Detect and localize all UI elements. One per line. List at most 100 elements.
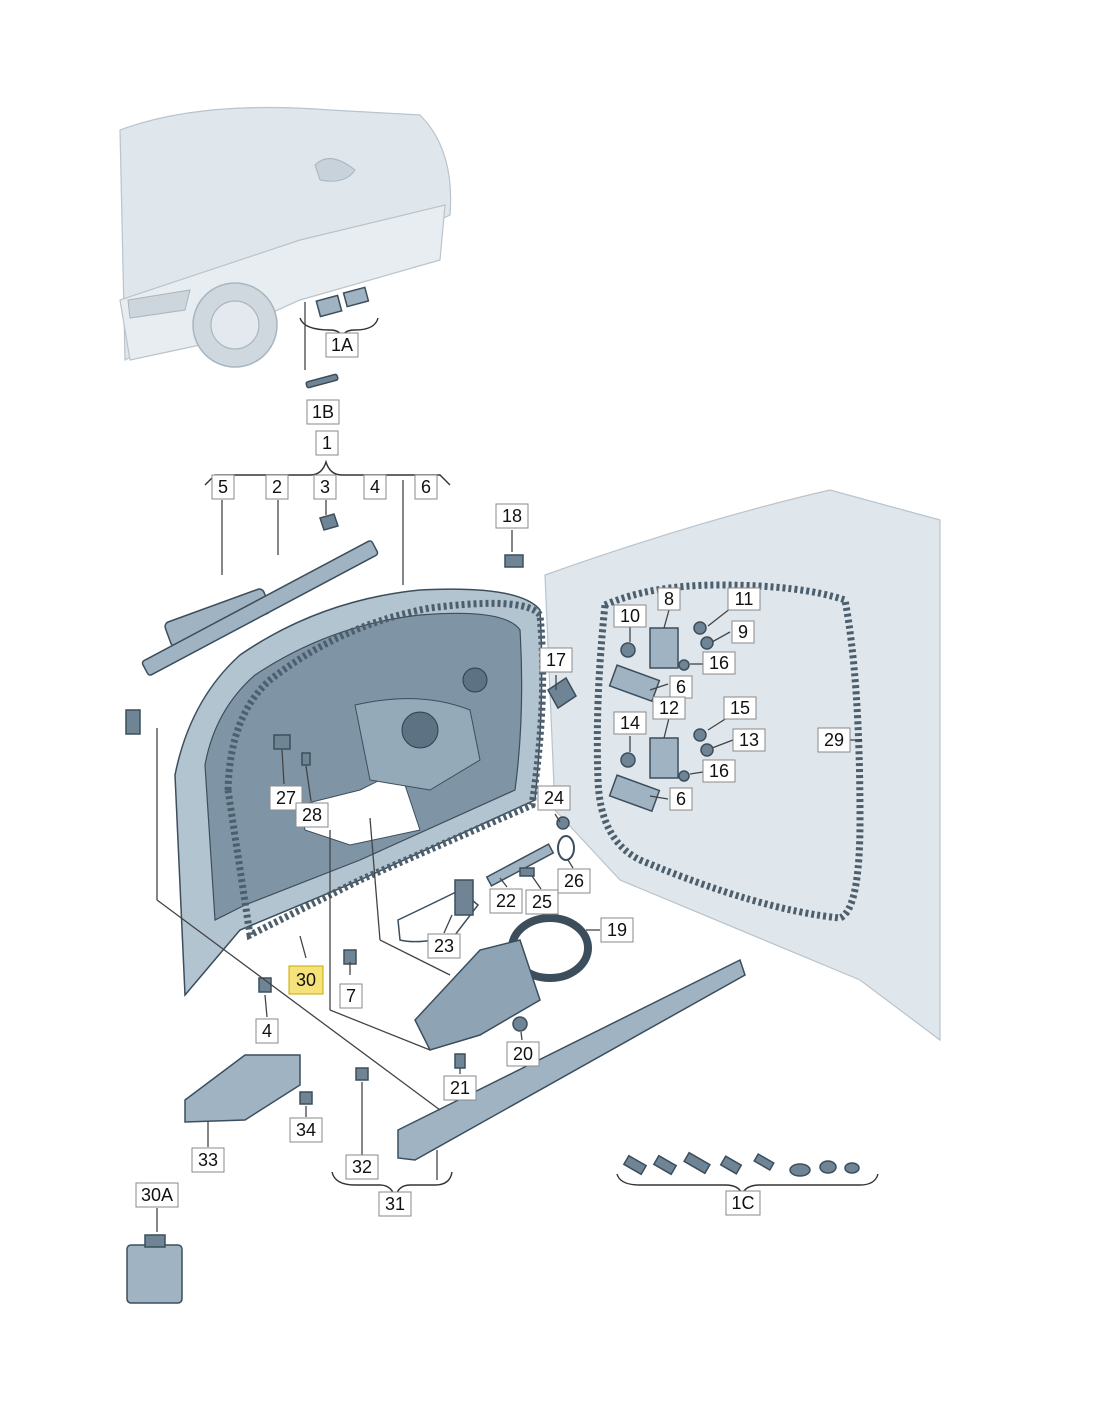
label-30: 30 xyxy=(288,965,324,995)
callout-labels: 1A 1B 1 5 2 3 4 6 18 17 8 11 10 9 16 6 1… xyxy=(135,332,851,1217)
svg-text:9: 9 xyxy=(738,622,748,642)
svg-text:8: 8 xyxy=(664,589,674,609)
part-1A-marker xyxy=(315,294,343,318)
svg-text:16: 16 xyxy=(709,761,729,781)
label-23: 23 xyxy=(427,933,461,959)
door-stop-17 xyxy=(547,676,577,710)
wedge-33 xyxy=(184,1054,301,1123)
trim-strips xyxy=(125,513,379,735)
label-13: 13 xyxy=(732,728,766,752)
label-31: 31 xyxy=(378,1191,412,1217)
label-9: 9 xyxy=(731,620,755,644)
label-11: 11 xyxy=(727,587,761,611)
svg-text:26: 26 xyxy=(564,871,584,891)
label-15: 15 xyxy=(723,696,757,720)
svg-text:3: 3 xyxy=(320,477,330,497)
svg-text:16: 16 xyxy=(709,653,729,673)
label-16-lower: 16 xyxy=(702,759,736,783)
label-8: 8 xyxy=(657,587,681,611)
svg-text:27: 27 xyxy=(276,788,296,808)
hinge-lower xyxy=(608,728,714,813)
label-25: 25 xyxy=(525,889,559,915)
label-4-top: 4 xyxy=(363,474,387,500)
svg-text:14: 14 xyxy=(620,713,640,733)
label-18: 18 xyxy=(495,503,529,529)
svg-text:19: 19 xyxy=(607,920,627,940)
label-29: 29 xyxy=(817,727,851,753)
svg-text:11: 11 xyxy=(735,589,754,609)
label-4-lower: 4 xyxy=(255,1018,279,1044)
label-22: 22 xyxy=(489,888,523,914)
label-34: 34 xyxy=(289,1117,323,1143)
svg-text:6: 6 xyxy=(421,477,431,497)
svg-text:5: 5 xyxy=(218,477,228,497)
svg-text:18: 18 xyxy=(502,506,522,526)
buffer-18 xyxy=(504,554,524,568)
door-shell xyxy=(174,588,543,997)
svg-text:15: 15 xyxy=(730,698,750,718)
label-33: 33 xyxy=(191,1147,225,1173)
svg-text:4: 4 xyxy=(370,477,380,497)
svg-text:6: 6 xyxy=(676,789,686,809)
sealant-bottle xyxy=(126,1234,183,1304)
door-seal xyxy=(224,599,547,941)
label-32: 32 xyxy=(345,1154,379,1180)
svg-text:13: 13 xyxy=(739,730,759,750)
label-5: 5 xyxy=(211,474,235,500)
svg-text:34: 34 xyxy=(296,1120,316,1140)
svg-text:1A: 1A xyxy=(331,335,353,355)
label-12: 12 xyxy=(652,696,686,720)
svg-text:1: 1 xyxy=(322,433,332,453)
label-1C: 1C xyxy=(725,1190,761,1216)
svg-text:2: 2 xyxy=(272,477,282,497)
svg-text:32: 32 xyxy=(352,1157,372,1177)
body-opening xyxy=(544,489,941,1042)
svg-text:21: 21 xyxy=(450,1078,470,1098)
svg-text:31: 31 xyxy=(385,1194,405,1214)
svg-text:6: 6 xyxy=(676,677,686,697)
svg-text:25: 25 xyxy=(532,892,552,912)
svg-text:30: 30 xyxy=(296,970,316,990)
svg-text:29: 29 xyxy=(824,730,844,750)
label-7: 7 xyxy=(339,983,363,1009)
label-1: 1 xyxy=(315,430,339,456)
svg-text:23: 23 xyxy=(434,936,454,956)
part-1B-strip xyxy=(305,373,339,389)
svg-text:22: 22 xyxy=(496,891,516,911)
label-30A: 30A xyxy=(135,1182,179,1208)
label-28: 28 xyxy=(295,802,329,828)
label-1B: 1B xyxy=(306,399,340,425)
label-17: 17 xyxy=(539,647,573,673)
svg-text:30A: 30A xyxy=(141,1185,173,1205)
label-14: 14 xyxy=(613,711,647,735)
car-front-illustration xyxy=(119,106,452,368)
svg-text:4: 4 xyxy=(262,1021,272,1041)
svg-text:28: 28 xyxy=(302,805,322,825)
svg-text:33: 33 xyxy=(198,1150,218,1170)
label-6-top: 6 xyxy=(414,474,438,500)
label-20: 20 xyxy=(506,1041,540,1067)
svg-text:10: 10 xyxy=(620,606,640,626)
hinge-upper xyxy=(608,621,714,703)
svg-text:12: 12 xyxy=(659,698,679,718)
label-1A: 1A xyxy=(325,332,359,358)
label-24: 24 xyxy=(537,785,571,811)
label-16-upper: 16 xyxy=(702,651,736,675)
label-6-lower: 6 xyxy=(669,787,693,811)
label-26: 26 xyxy=(557,868,591,894)
svg-text:7: 7 xyxy=(346,986,356,1006)
label-6-upper: 6 xyxy=(669,675,693,699)
label-10: 10 xyxy=(613,604,647,628)
svg-text:1B: 1B xyxy=(312,402,334,422)
leader-lines xyxy=(156,530,862,1155)
sill-strip-31 xyxy=(397,958,746,1161)
label-21: 21 xyxy=(443,1075,477,1101)
part-1A-marker-2 xyxy=(342,286,370,308)
svg-text:24: 24 xyxy=(544,788,564,808)
label-19: 19 xyxy=(600,917,634,943)
label-3: 3 xyxy=(313,474,337,500)
fastener-assortment xyxy=(622,1151,860,1177)
svg-text:1C: 1C xyxy=(731,1193,754,1213)
check-strap xyxy=(485,816,575,887)
